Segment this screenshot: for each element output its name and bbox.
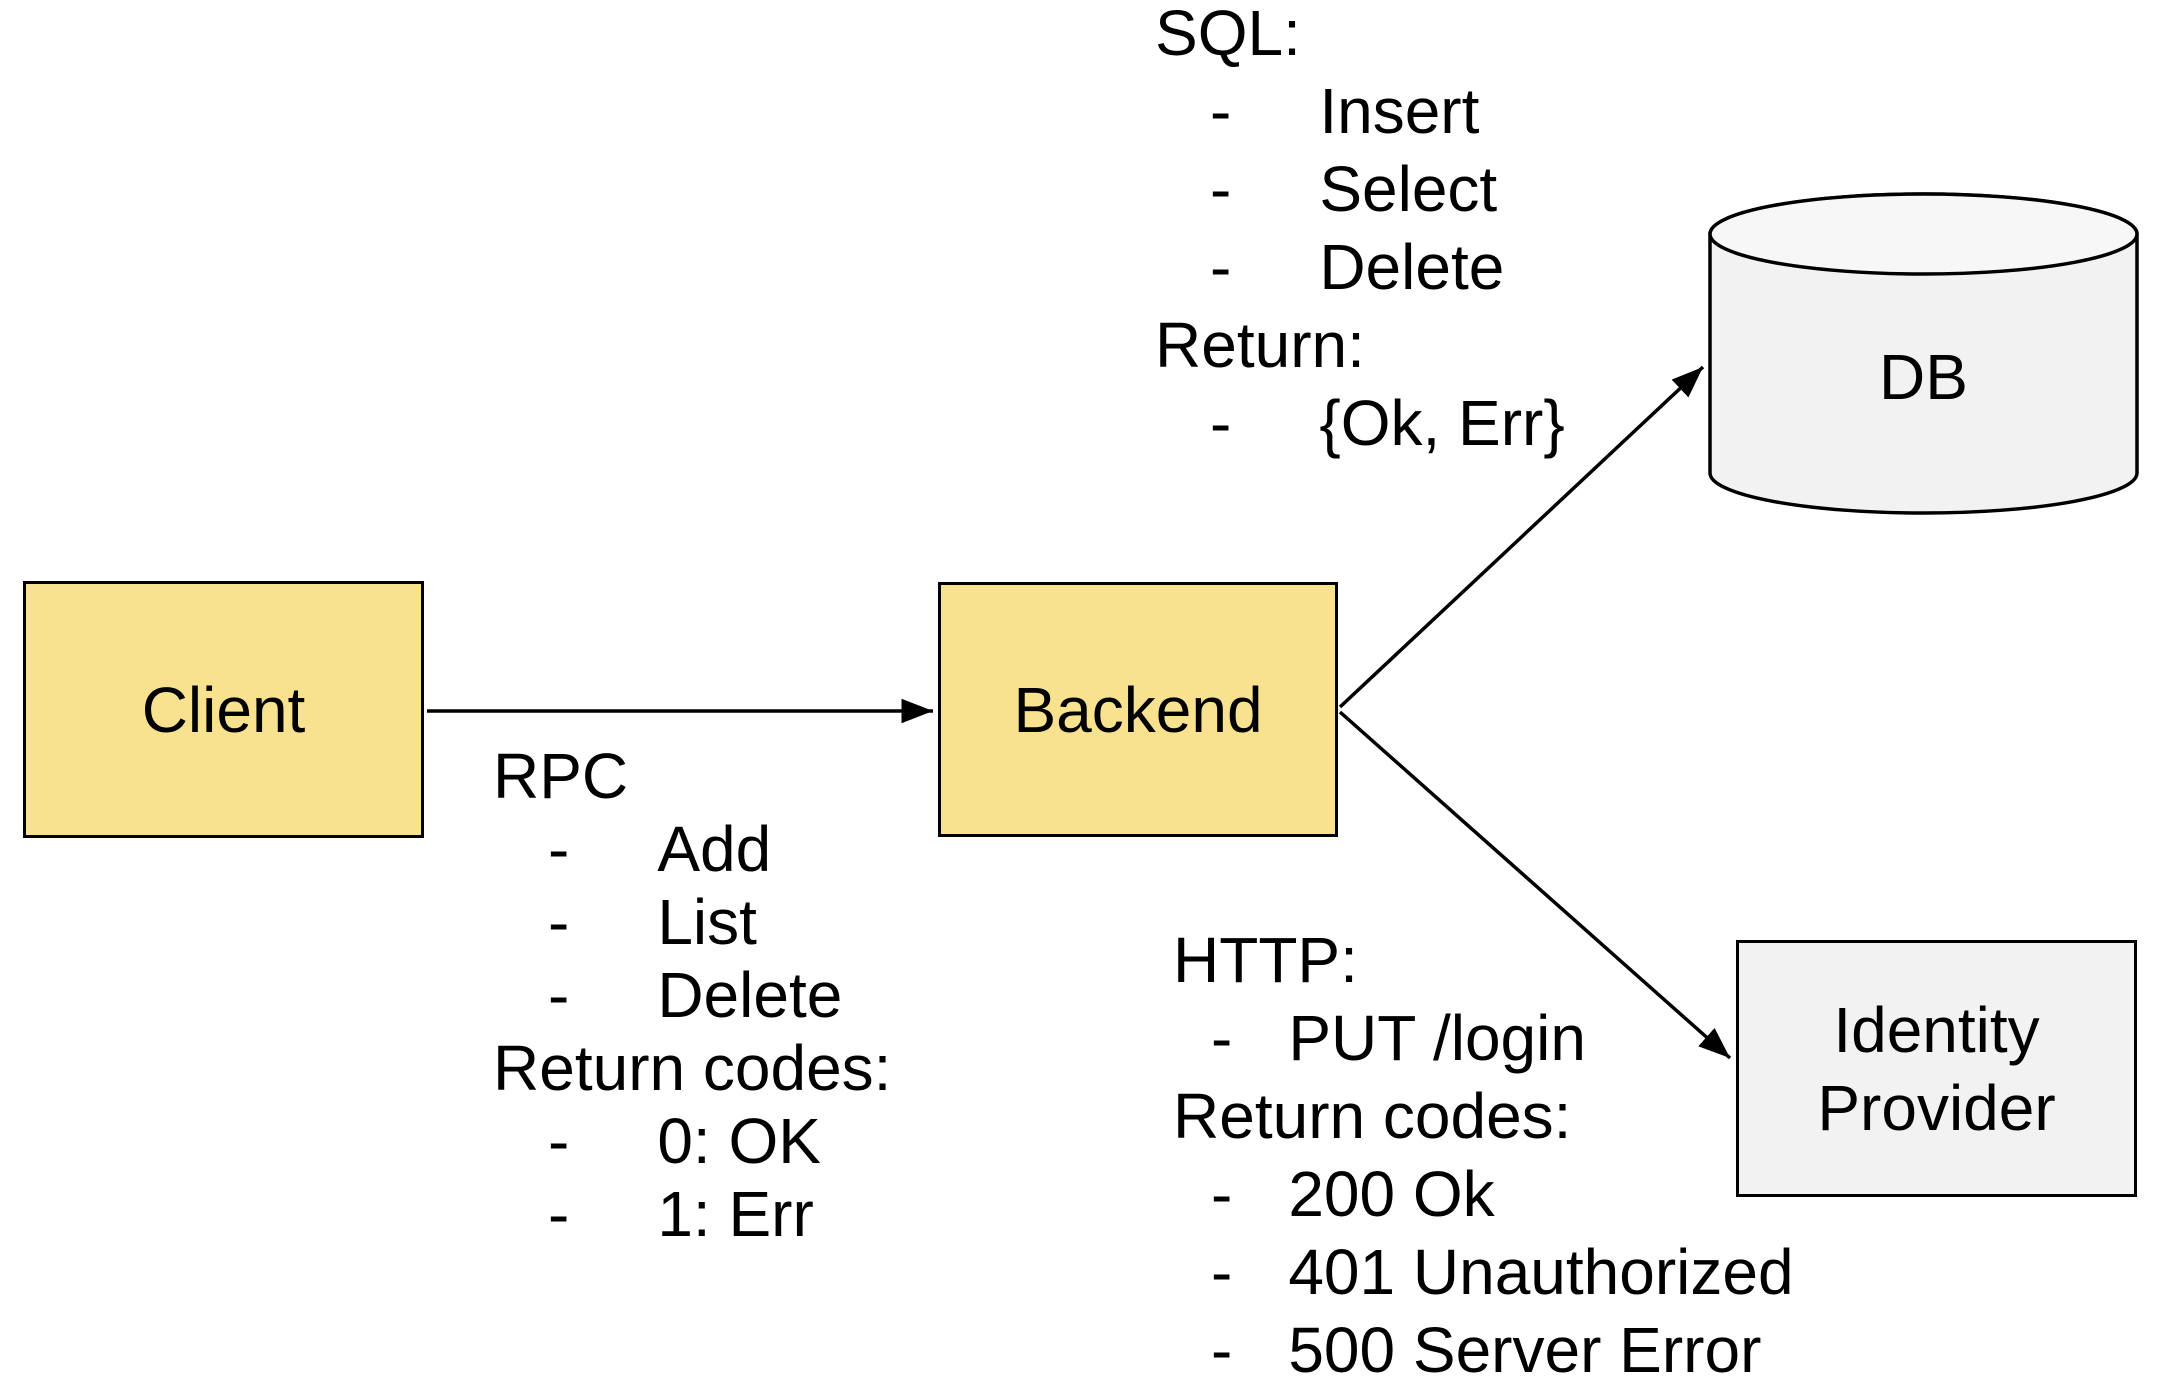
bullet-dash: - [1210, 153, 1232, 225]
annotation-text: Select [1319, 153, 1498, 225]
annotation-line: - 1: Err [493, 1178, 891, 1251]
annotation-text: PUT /login [1288, 1002, 1586, 1074]
node-client: Client [23, 581, 424, 838]
bullet-dash: - [1211, 1236, 1233, 1308]
client-label: Client [141, 673, 306, 746]
bullet-dash: - [548, 813, 570, 885]
annotation-line: - {Ok, Err} [1155, 384, 1565, 462]
identity-provider-label: Identity Provider [1817, 993, 2056, 1144]
annotation-line: -401 Unauthorized [1173, 1233, 1794, 1311]
annotation-line: Return codes: [1173, 1080, 1572, 1152]
annotation-text: Delete [657, 959, 843, 1031]
bullet-dash: - [1211, 1002, 1233, 1074]
annotation-line: -500 Server Error [1173, 1311, 1794, 1389]
annotation-text: Add [657, 813, 772, 885]
annotation-text: 500 Server Error [1288, 1314, 1762, 1386]
annotation-line: - List [493, 886, 891, 959]
bullet-dash: - [548, 1178, 570, 1250]
annotation-text: 1: Err [657, 1178, 814, 1250]
bullet-dash: - [548, 959, 570, 1031]
annotation-line: - Add [493, 813, 891, 886]
annotation-text: 401 Unauthorized [1288, 1236, 1794, 1308]
bullet-dash: - [1210, 231, 1232, 303]
bullet-dash: - [1211, 1158, 1233, 1230]
annotation-line: RPC [493, 740, 629, 812]
annotation-line: Return: [1155, 309, 1365, 381]
node-db: DB [1710, 338, 2137, 416]
annotation-line: -PUT /login [1173, 999, 1794, 1077]
db-label: DB [1879, 341, 1968, 413]
edge-backend-to-db-arrow [1338, 365, 1705, 709]
bullet-dash: - [1210, 75, 1232, 147]
annotation-text: Insert [1319, 75, 1480, 147]
node-identity-provider: Identity Provider [1736, 940, 2137, 1197]
db-cylinder-top [1708, 192, 2139, 276]
annotation-line: - Delete [1155, 228, 1565, 306]
annotation-line: SQL: [1155, 0, 1301, 69]
bullet-dash: - [548, 886, 570, 958]
annotation-line: - Insert [1155, 72, 1565, 150]
annotation-text: 0: OK [657, 1105, 821, 1177]
bullet-dash: - [1211, 1314, 1233, 1386]
db-cylinder [1708, 192, 2139, 515]
bullet-dash: - [548, 1105, 570, 1177]
annotation-line: - Delete [493, 959, 891, 1032]
annotation-line: -200 Ok [1173, 1155, 1794, 1233]
annotation-line: - 0: OK [493, 1105, 891, 1178]
annotation-text: {Ok, Err} [1319, 387, 1565, 459]
backend-label: Backend [1013, 673, 1263, 746]
annotation-text: 200 Ok [1288, 1158, 1495, 1230]
annotation-line: HTTP: [1173, 924, 1358, 996]
annotation-text: Delete [1319, 231, 1505, 303]
edge-backend-to-identity-provider-arrow [1338, 710, 1732, 1060]
annotation-line: - Select [1155, 150, 1565, 228]
annotation-line: Return codes: [493, 1032, 892, 1104]
node-backend: Backend [938, 582, 1338, 837]
annotation-text: List [657, 886, 757, 958]
bullet-dash: - [1210, 387, 1232, 459]
